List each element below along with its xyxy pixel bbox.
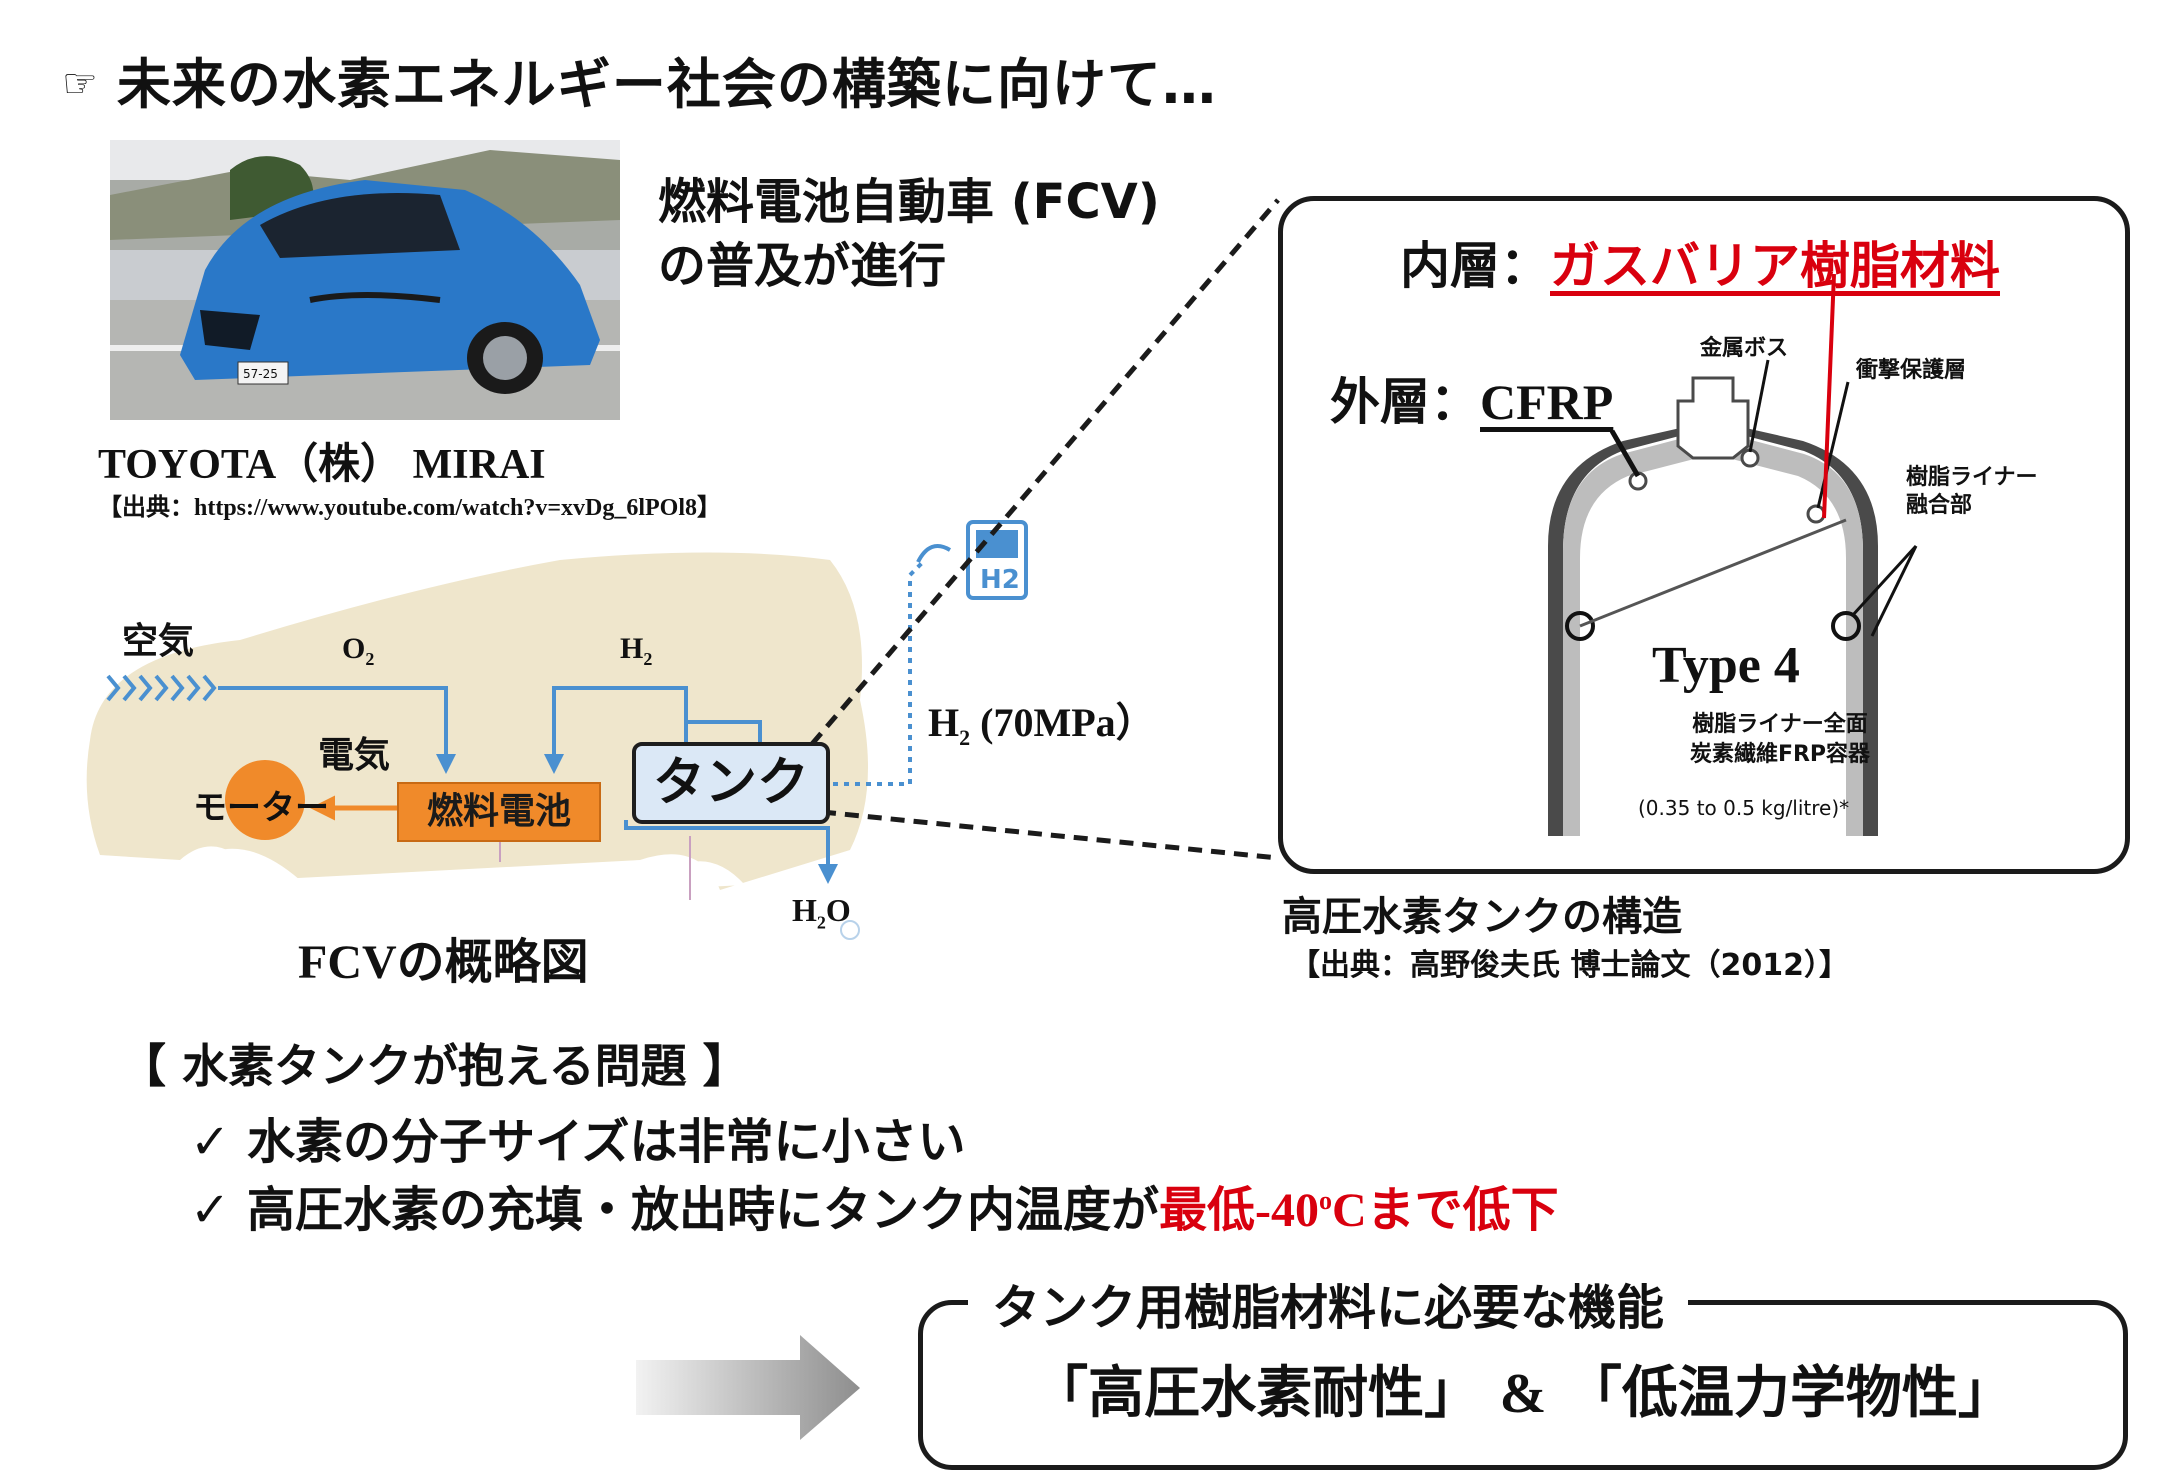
pointing-hand-icon: ☞ bbox=[62, 61, 99, 107]
h2-pipe bbox=[544, 686, 688, 774]
fcv-text-line1: 燃料電池自動車 (FCV) bbox=[658, 174, 1160, 230]
h2-fill-line bbox=[822, 558, 927, 786]
temperature-highlight: 最低-40oCまで低下 bbox=[1158, 1184, 1559, 1237]
tank-description: 樹脂ライナー全面炭素繊維FRP容器 bbox=[1689, 712, 1871, 767]
problems-heading: 【 水素タンクが抱える問題 】 bbox=[120, 1039, 749, 1093]
requirements-body: 「高圧水素耐性」 & 「低温力学物性」 bbox=[1032, 1361, 2014, 1426]
car-photo-illustration: 57-25 bbox=[110, 140, 620, 420]
slide-title-text: 未来の水素エネルギー社会の構築に向けて… bbox=[116, 53, 1217, 116]
slide-title: ☞ 未来の水素エネルギー社会の構築に向けて… bbox=[62, 40, 1217, 119]
car-caption: TOYOTA（株） MIRAI bbox=[98, 442, 546, 488]
fcv-diagram-caption: FCVの概略図 bbox=[298, 936, 589, 989]
h2-station-icon: H2 bbox=[966, 520, 1028, 600]
inner-layer-label: 内層：ガスバリア樹脂材料 bbox=[1400, 237, 2000, 295]
tank-box: タンク bbox=[632, 742, 830, 824]
tank-structure-caption: 高圧水素タンクの構造 bbox=[1282, 894, 1682, 940]
check-icon: ✓ bbox=[190, 1114, 231, 1170]
problem-item-2: ✓ 高圧水素の充填・放出時にタンク内温度が最低-40oCまで低下 bbox=[190, 1182, 1559, 1238]
tank-weight-spec: (0.35 to 0.5 kg/litre)* bbox=[1638, 796, 1850, 820]
motor-circle bbox=[225, 760, 305, 840]
fcv-adoption-text: 燃料電池自動車 (FCV) の普及が進行 bbox=[658, 170, 1160, 298]
tank-type-label: Type 4 bbox=[1652, 637, 1800, 694]
air-intake-chevrons bbox=[106, 674, 217, 702]
air-label: 空気 bbox=[122, 621, 195, 662]
motor-label: モーター bbox=[193, 788, 329, 828]
outer-layer-material: CFRP bbox=[1480, 374, 1614, 430]
car-photo: 57-25 bbox=[110, 140, 620, 420]
fuel-cell-box: 燃料電池 bbox=[397, 782, 601, 842]
impact-layer-label: 衝撃保護層 bbox=[1856, 358, 1967, 383]
electricity-label: 電気 bbox=[318, 735, 391, 776]
tank-cross-section bbox=[1548, 273, 1918, 836]
problem-item-1: ✓ 水素の分子サイズは非常に小さい bbox=[190, 1114, 966, 1170]
metal-boss-label: 金属ボス bbox=[1700, 336, 1789, 361]
inner-layer-pointer bbox=[1822, 273, 1836, 519]
h2o-pipe bbox=[624, 820, 838, 884]
result-arrow-icon bbox=[636, 1335, 860, 1440]
zoom-line-top bbox=[810, 198, 1280, 746]
liner-joint-label: 樹脂ライナー融合部 bbox=[1906, 465, 2038, 518]
tank-source: 【出典：高野俊夫氏 博士論文（2012）】 bbox=[1290, 948, 1849, 983]
o2-label: O2 bbox=[342, 632, 375, 669]
tank-structure-panel bbox=[1278, 196, 2130, 874]
svg-text:H2: H2 bbox=[980, 565, 1020, 595]
license-plate: 57-25 bbox=[243, 367, 278, 381]
h2o-label: H2O bbox=[792, 892, 851, 933]
requirements-title: タンク用樹脂材料に必要な機能 bbox=[968, 1268, 1689, 1338]
h2-label: H2 bbox=[620, 632, 653, 669]
outer-layer-label: 外層：CFRP bbox=[1330, 373, 1614, 431]
zoom-line-bottom bbox=[821, 809, 1279, 861]
fcv-text-line2: の普及が進行 bbox=[658, 238, 947, 294]
h2-pressure-label: H2 (70MPa） bbox=[928, 700, 1156, 750]
inner-layer-material: ガスバリア樹脂材料 bbox=[1550, 237, 2000, 295]
photo-source: 【出典：https://www.youtube.com/watch?v=xvDg… bbox=[98, 495, 722, 521]
o2-pipe bbox=[218, 686, 456, 774]
check-icon: ✓ bbox=[190, 1182, 231, 1238]
